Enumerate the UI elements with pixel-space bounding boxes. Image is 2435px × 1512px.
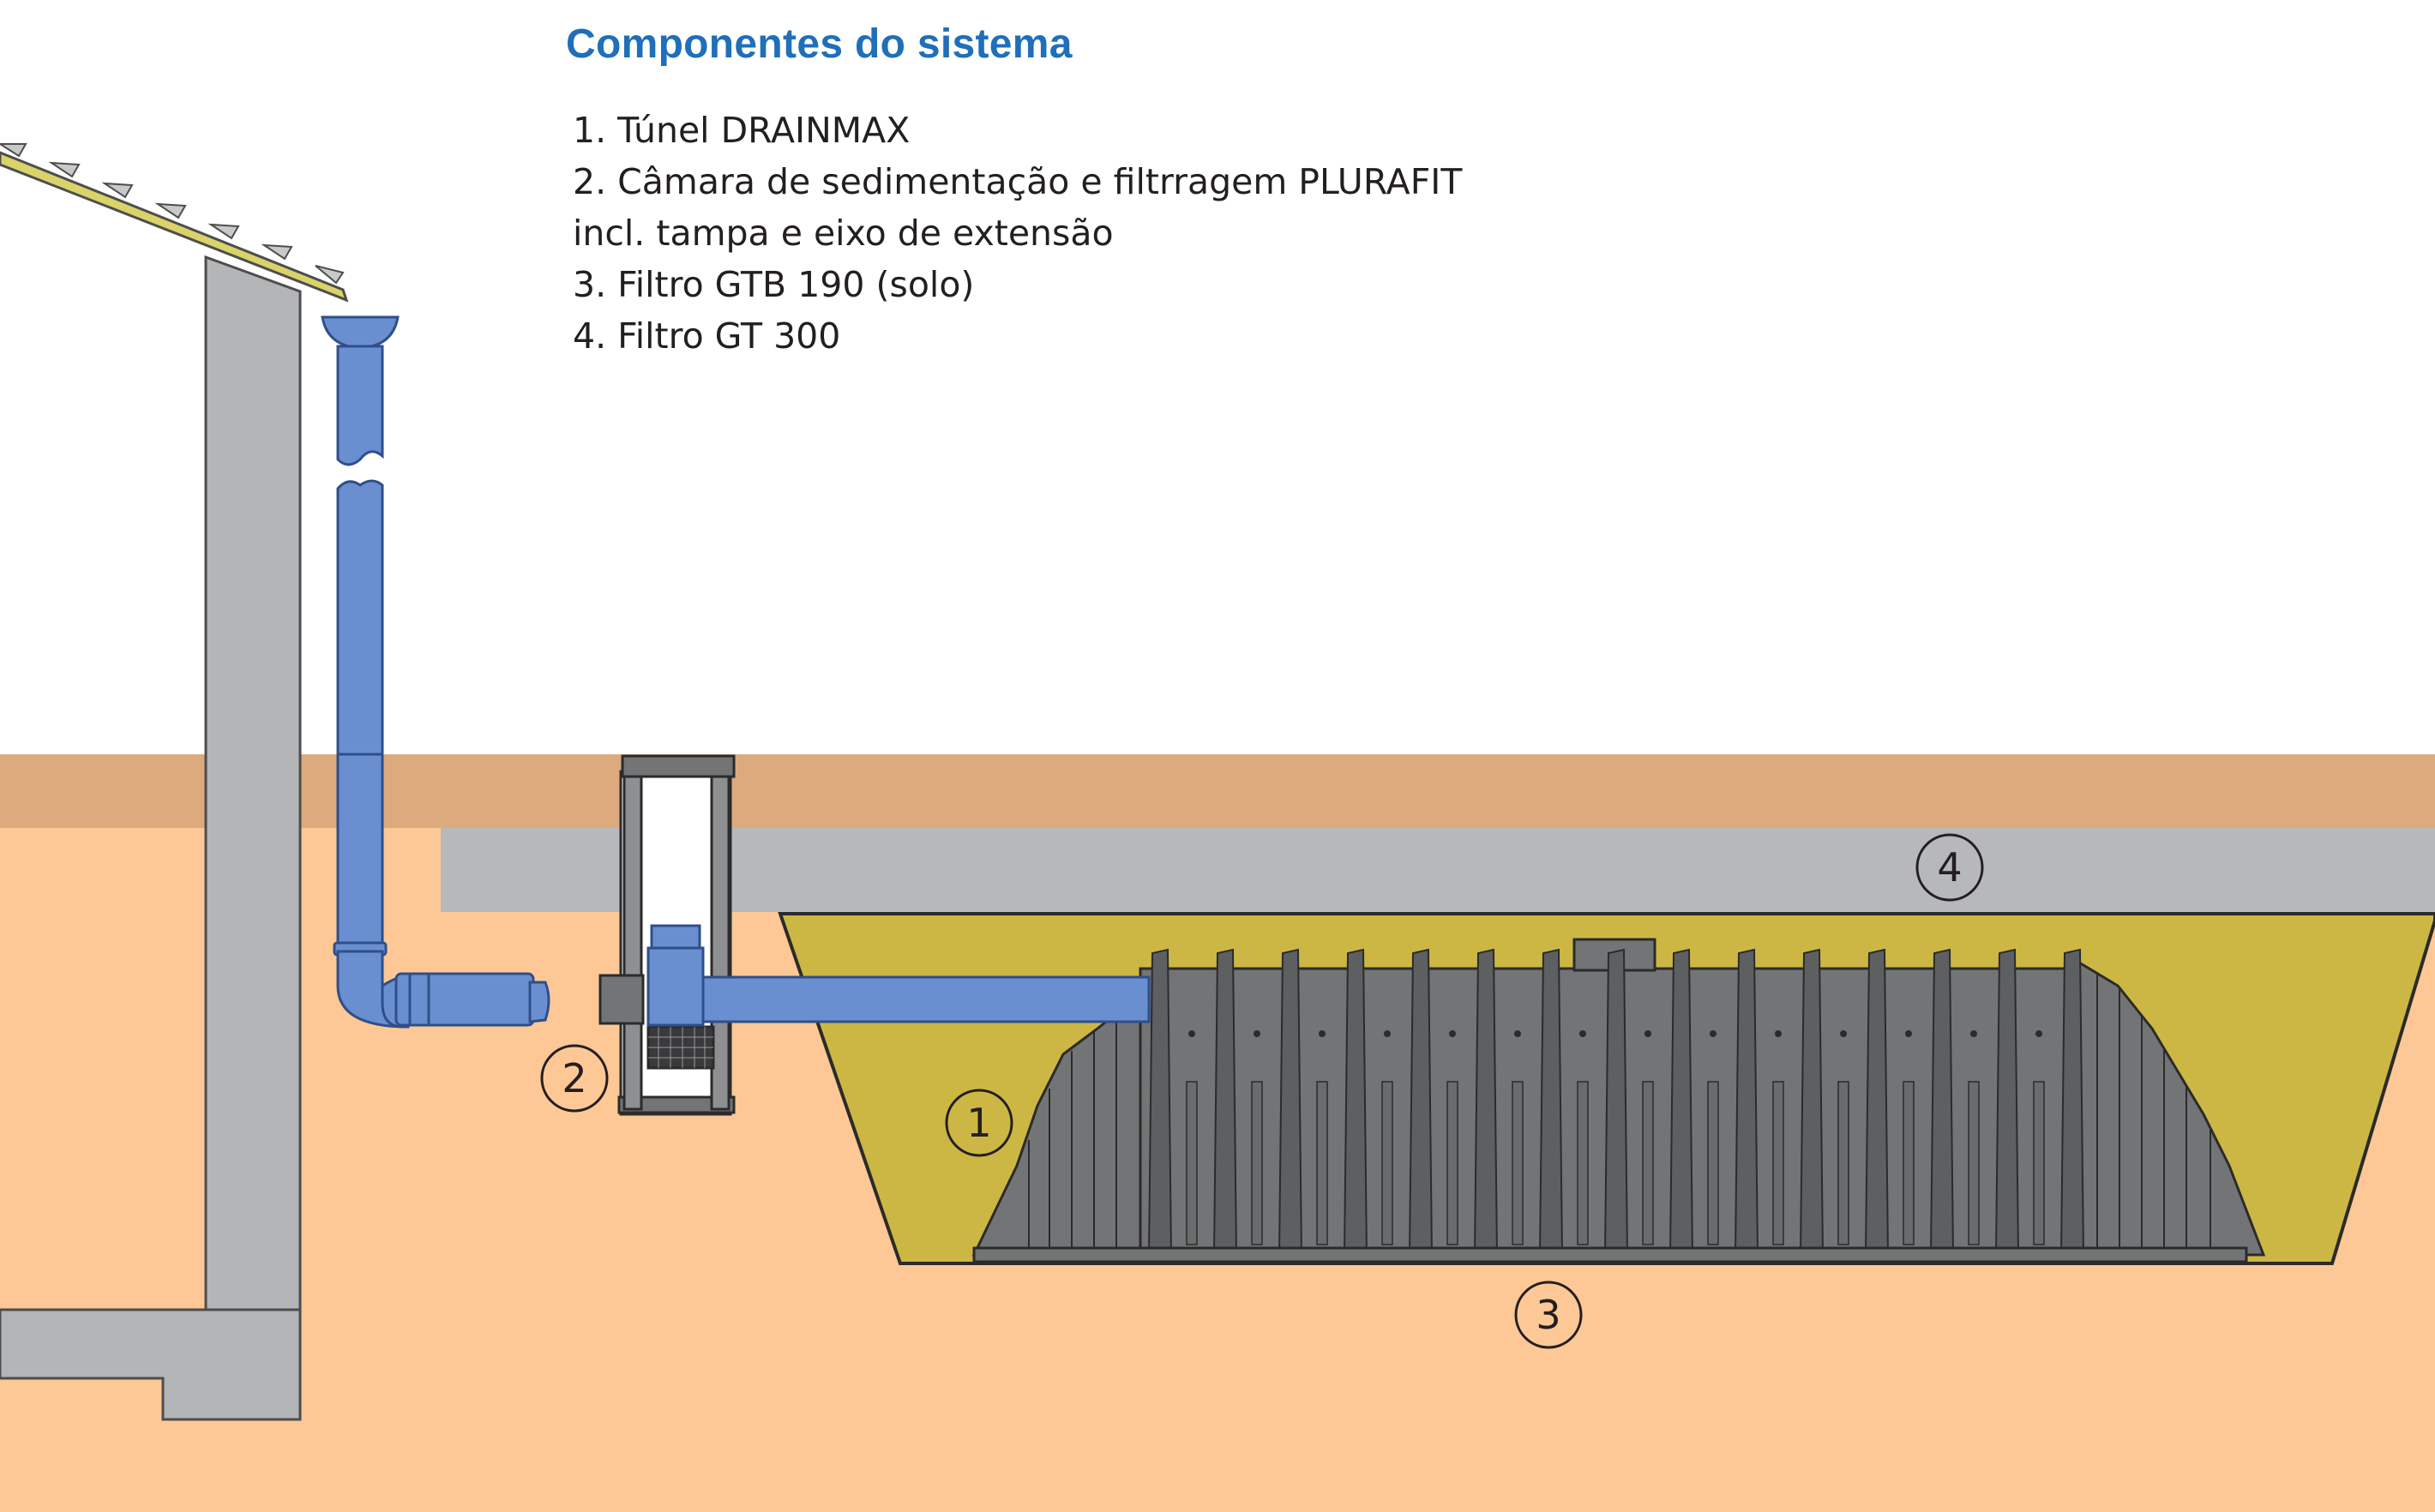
drainmax-tunnel [971,938,2266,1263]
tunnel-vent-hole [1319,1030,1326,1037]
tunnel-rib [1603,948,1629,1256]
tunnel-rib [1799,948,1825,1256]
plurafit-chamber [598,754,1151,1116]
downpipe [321,315,550,1029]
tunnel-panel-slot [1837,1081,1849,1245]
geotextile-band [441,828,2435,912]
tunnel-vent-hole [1644,1030,1651,1037]
tunnel-rib [1343,948,1368,1256]
house-wall [0,255,302,1421]
tunnel-vent-hole [1188,1030,1195,1037]
tunnel-vent-hole [1775,1030,1782,1037]
tunnel-panel-slot [1251,1081,1263,1245]
tunnel-rib [1538,948,1564,1256]
tunnel-rib [1668,948,1694,1256]
tunnel-panel-slot [1577,1081,1589,1245]
legend-item: incl. tampa e eixo de extensão [573,213,1114,254]
tunnel-ribs [1147,948,2085,1256]
callout-1: 1 [945,1089,1013,1157]
tunnel-rib [1864,948,1890,1256]
tunnel-rib [2059,948,2085,1256]
callout-2: 2 [540,1044,609,1113]
tunnel-panel-slot [1512,1081,1524,1245]
tunnel-vent-hole [1970,1030,1977,1037]
tunnel-vent-hole [2035,1030,2042,1037]
tunnel-rib [1212,948,1238,1256]
callout-3-label: 3 [1536,1292,1560,1338]
callout-4: 4 [1915,833,1984,902]
tunnel-rib [1929,948,1955,1256]
tunnel-panel-slot [1903,1081,1915,1245]
tunnel-vent-hole [1514,1030,1521,1037]
tunnel-rib [1734,948,1759,1256]
tunnel-rib [1408,948,1434,1256]
callout-4-label: 4 [1937,844,1962,891]
tunnel-vent-hole [1905,1030,1912,1037]
tunnel-panel-slot [1316,1081,1328,1245]
tunnel-vent-hole [1254,1030,1260,1037]
legend-item: 3. Filtro GTB 190 (solo) [573,264,975,305]
tunnel-panel-slot [1446,1081,1458,1245]
tunnel-panel-slot [1968,1081,1980,1245]
diagram-title: Componentes do sistema [566,21,1073,67]
tunnel-panel-slot [2033,1081,2045,1245]
tunnel-vent-hole [1840,1030,1847,1037]
tunnel-vent-hole [1384,1030,1391,1037]
callout-3: 3 [1514,1281,1583,1349]
tunnel-rib [1147,948,1173,1256]
tunnel-panel-slot [1772,1081,1784,1245]
tunnel-rib [1994,948,2020,1256]
tunnel-vent-hole [1579,1030,1586,1037]
tunnel-vent-hole [1449,1030,1456,1037]
callout-1-label: 1 [966,1100,991,1146]
roof [0,143,349,303]
soil-topsoil-layer [0,754,2435,831]
tunnel-panel-slot [1381,1081,1393,1245]
tunnel-panel-slot [1186,1081,1198,1245]
callout-2-label: 2 [562,1055,586,1101]
legend-item: 4. Filtro GT 300 [573,315,841,357]
tunnel-rib [1473,948,1499,1256]
tunnel-panel-slot [1642,1081,1654,1245]
tunnel-rib [1278,948,1303,1256]
component-legend: 1. Túnel DRAINMAX 2. Câmara de sedimenta… [573,105,1462,362]
legend-item: 1. Túnel DRAINMAX [573,110,911,151]
tunnel-vent-hole [1710,1030,1717,1037]
tunnel-panel-slot [1707,1081,1719,1245]
legend-item: 2. Câmara de sedimentação e filtrragem P… [573,161,1463,202]
